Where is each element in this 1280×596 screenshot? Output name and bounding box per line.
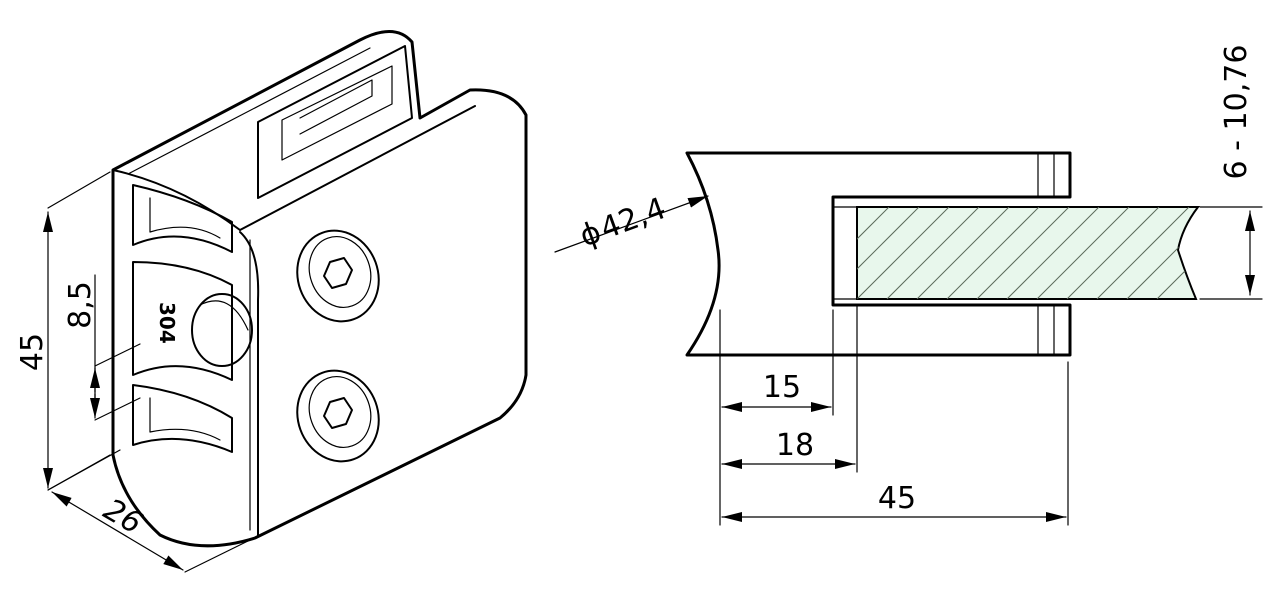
chamber-middle [132, 261, 233, 381]
dim-label-15: 15 [763, 370, 801, 405]
top-face-edge-2 [239, 105, 476, 231]
dim-label-45-section: 45 [878, 481, 916, 516]
clamp-outline [111, 30, 528, 548]
glass-panel [856, 206, 1201, 300]
top-face-inner [127, 47, 371, 175]
engraving-text: 304 [155, 302, 179, 344]
ext-line-85-top [94, 343, 141, 367]
plate-front-face [239, 231, 260, 537]
upper-bolt [296, 229, 380, 323]
chamber-bottom [132, 384, 233, 453]
center-hole [191, 293, 253, 367]
dim-label-glass-thickness: 6 - 10,76 [1219, 45, 1254, 180]
dim-label-depth: 26 [97, 492, 148, 541]
chamber-top-inner [149, 197, 221, 239]
clamp-section-outline [685, 151, 1072, 357]
chamber-bottom-inner [149, 397, 221, 441]
chamber-top [132, 184, 233, 253]
hex-socket-icon [323, 397, 353, 429]
ext-line-45-top [47, 171, 111, 209]
isometric-view: 304 45 8,5 26 [15, 30, 528, 573]
ext-line-26-b [184, 539, 251, 573]
section-view: ϕ 42,4 6 - 10,76 15 18 45 [554, 45, 1263, 526]
leader-diameter [554, 195, 709, 253]
dim-label-pipe-diameter: 42,4 [596, 191, 671, 247]
dim-line-26 [51, 491, 184, 571]
hex-socket-icon [323, 257, 353, 289]
glass-hatching [857, 207, 1198, 299]
lower-bolt [296, 369, 380, 463]
dim-label-slot: 8,5 [63, 281, 98, 329]
top-slot-inner [281, 65, 393, 161]
center-hole-inner [199, 300, 249, 331]
dim-label-18: 18 [776, 428, 814, 463]
top-slot-inner-2 [299, 79, 373, 135]
top-slot [257, 45, 413, 199]
ext-line-85-bottom [94, 397, 141, 421]
ext-line-26-a [47, 449, 121, 491]
dim-label-height: 45 [15, 333, 50, 371]
